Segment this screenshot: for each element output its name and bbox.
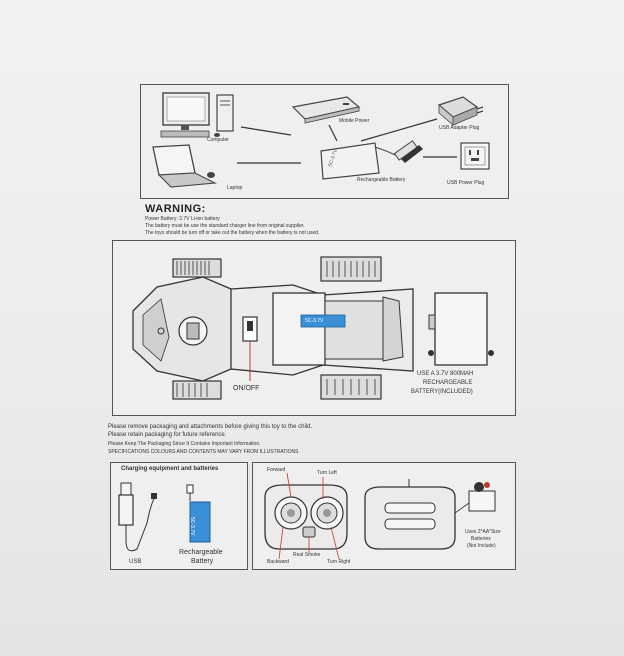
rechargeable-label: Rechargeable [179,549,223,556]
real-smoke-label: Real Smoke [293,552,321,558]
forward-label: Forward [267,467,286,473]
connection-lines [237,118,457,164]
car-underside-diagram [132,256,494,400]
warning-line-3: The toys should be turn off or take out … [145,230,320,236]
battery-note-line-1: USE A 3.7V 800MAH [417,371,474,377]
warning-title: WARNING: [145,203,206,215]
battery-pack-icon: 5C-3.7V [320,140,423,180]
battery-note-line-3: BATTERY(INCLUDED) [411,389,473,395]
charging-options-panel: Computer Mobile Power USB Adapter Plug L… [140,84,509,199]
battery-label: Battery [191,558,214,565]
usb-label: USB [129,559,142,565]
battery-note-line-2: RECHARGEABLE [423,380,473,386]
turn-left-label: Turn Left [317,470,337,476]
aa-battery-note-3: (Not Include) [467,543,496,549]
rechargeable-battery-icon [189,501,211,543]
computer-icon [160,92,234,138]
charging-equipment-panel: Charging equipment and batteries 5C-3.7V… [110,462,248,570]
rechargeable-battery-text: Rechargeable Battery [357,177,406,183]
charging-battery-label: 5C-3.7V [189,517,195,536]
usb-power-plug-icon [460,142,490,170]
car-battery-label: 5C-3.7V [305,318,324,324]
usb-adapter-label: USB Adapter Plug [439,125,480,131]
laptop-icon [152,144,217,188]
usb-cable-icon [118,482,194,552]
charging-equipment-title: Charging equipment and batteries [121,466,219,472]
rechargeable-battery-label: Rechargeable Battery [357,177,405,183]
computer-label: Computer [207,137,229,143]
note-line-4: SPECIFICATIONS COLOURS AND CONTENTS MAY … [108,449,299,455]
on-off-label: ON/OFF [233,385,260,392]
note-line-2: Please retain packaging for future refer… [108,432,227,438]
laptop-label: Laptop [227,185,243,191]
usb-power-plug-label: USB Power Plug [447,180,485,186]
note-line-1: Please remove packaging and attachments … [108,424,313,430]
car-battery-panel: 5C-3.7V ON/OFF USE A 3.7V 800MAH RECHARG… [112,240,516,416]
turn-right-label: Turn Right [327,559,351,565]
remote-front-diagram [264,472,496,560]
note-line-3: Please Keep The Packaging Since It Conta… [108,441,261,447]
mobile-power-icon [291,96,361,124]
aa-battery-note-2: Batteries [471,536,491,542]
warning-line-2: The battery must be use the standard cha… [145,223,305,229]
remote-control-panel: Forward Turn Left Backward Real Smoke Tu… [252,462,516,570]
mobile-power-label: Mobile Power [339,118,370,124]
warning-line-1: Power Battery: 3.7V Li-ion battery [145,216,220,222]
aa-battery-note-1: Uses 2*AA"Size [465,529,501,535]
backward-label: Backward [267,559,289,565]
usb-adapter-icon [437,96,484,126]
